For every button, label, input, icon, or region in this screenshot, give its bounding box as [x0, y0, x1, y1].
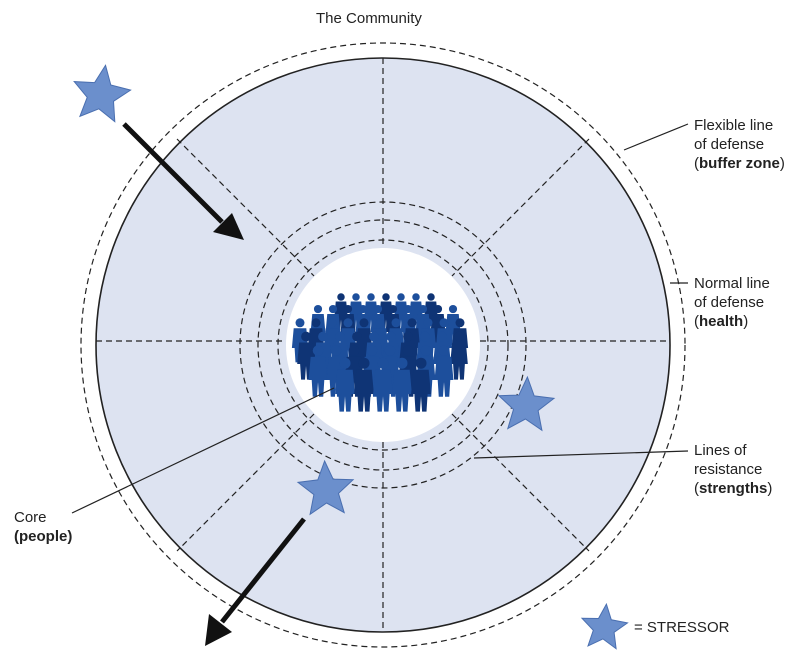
normal-line-label-1: Normal line [694, 275, 770, 292]
flexible-line-label-1: Flexible line [694, 117, 774, 134]
stressor-legend-icon [580, 602, 629, 650]
core-bold: (people) [14, 528, 73, 545]
lines-of-resistance [239, 201, 527, 489]
core-label-1: Core [14, 509, 47, 526]
stressor-arrow-out [205, 517, 306, 646]
sector-dividers [96, 58, 670, 632]
normal-line-label-2: of defense [694, 294, 765, 311]
flexible-line-of-defense [80, 42, 686, 648]
flexible-line-label-3: (buffer zone) [694, 154, 785, 173]
community-title: The Community [316, 10, 422, 27]
flexible-bold: buffer zone [699, 155, 780, 172]
stressor-star-right [497, 375, 556, 432]
resistance-label: Lines of resistance (strengths) [694, 441, 772, 498]
flexible-paren-close: ) [779, 155, 785, 172]
core-label: Core (people) [14, 508, 72, 546]
stressor-star-bottom [296, 459, 355, 516]
resistance-label-3: (strengths) [694, 479, 772, 498]
stressor-star-top-left [73, 64, 132, 123]
normal-paren-close: ) [743, 313, 749, 330]
normal-line-label-3: (health) [694, 312, 770, 331]
normal-paren-open: ( [694, 313, 699, 330]
normal-line-label: Normal line of defense (health) [694, 274, 770, 331]
leader-lines [71, 123, 689, 514]
legend-label: = STRESSOR [634, 619, 730, 636]
normal-bold: health [699, 313, 744, 330]
resistance-paren-open: ( [694, 480, 699, 497]
resistance-bold: strengths [699, 480, 768, 497]
resistance-label-2: resistance [694, 461, 763, 478]
flexible-line-label-2: of defense [694, 136, 765, 153]
stressor-arrow-in [122, 122, 244, 240]
resistance-paren-close: ) [767, 480, 773, 497]
flexible-paren-open: ( [694, 155, 699, 172]
resistance-label-1: Lines of [694, 442, 747, 459]
core-label-2: (people) [14, 527, 72, 546]
flexible-line-label: Flexible line of defense (buffer zone) [694, 116, 785, 173]
